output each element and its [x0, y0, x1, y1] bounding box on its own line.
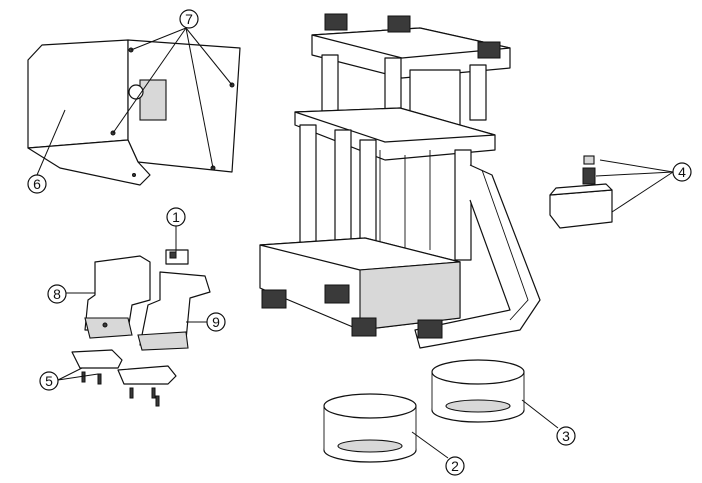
callout-7-label: 7: [185, 11, 193, 27]
clamp-bracket-8: [84, 255, 151, 339]
callout-9: 9: [206, 312, 226, 332]
callout-6-label: 6: [33, 176, 41, 192]
column-assembly: [259, 13, 541, 349]
cover-box: [27, 39, 241, 186]
callout-8: 8: [47, 284, 67, 304]
callout-4-label: 4: [678, 164, 686, 180]
callout-3: 3: [556, 426, 576, 446]
callout-5-label: 5: [45, 373, 53, 389]
clamp-bracket-9: [137, 271, 211, 351]
callout-3-label: 3: [562, 428, 570, 444]
callout-9-label: 9: [212, 314, 220, 330]
callout-1-label: 1: [172, 209, 180, 225]
cylinder-2: [323, 393, 417, 463]
callout-6: 6: [27, 174, 47, 194]
callout-1: 1: [166, 207, 186, 227]
leader-lines: [36, 27, 674, 459]
callout-4: 4: [672, 162, 692, 182]
callout-7: 7: [179, 9, 199, 29]
callout-5: 5: [39, 371, 59, 391]
callout-8-label: 8: [53, 286, 61, 302]
callout-2: 2: [445, 456, 465, 476]
small-block-1: [165, 249, 189, 265]
callout-2-label: 2: [451, 458, 459, 474]
base-plates: [71, 349, 177, 407]
spring-bracket: [549, 155, 613, 229]
cylinder-3: [431, 359, 525, 423]
